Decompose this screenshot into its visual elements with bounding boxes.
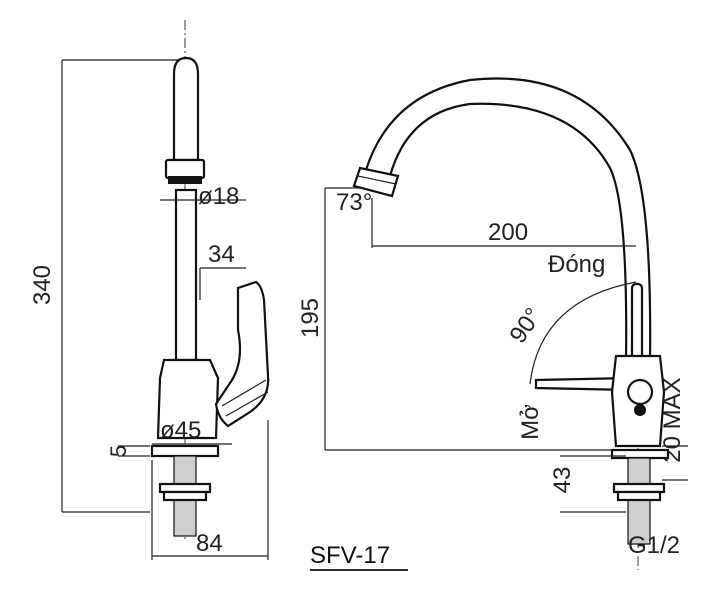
front-view: 73° 200 Đóng 195 90° Mở 20 MAX bbox=[297, 77, 688, 570]
dim-thread: G1/2 bbox=[628, 532, 680, 559]
side-base-flange bbox=[150, 444, 220, 458]
side-handle-edge bbox=[221, 379, 267, 407]
side-spout-tube bbox=[172, 56, 200, 162]
dim-mount-thickness: 20 MAX bbox=[659, 377, 686, 462]
front-nut-bottom bbox=[616, 490, 662, 502]
dim-aerator-angle: 73° bbox=[336, 189, 372, 216]
model-name: SFV-17 bbox=[310, 542, 390, 569]
dim-base-width: 84 bbox=[196, 530, 223, 557]
dim-shank-length: 43 bbox=[549, 467, 576, 494]
dim-handle-width: 34 bbox=[208, 241, 235, 268]
dim-height-total: 340 bbox=[29, 265, 56, 305]
side-nut-top bbox=[158, 482, 212, 494]
side-handle bbox=[214, 280, 270, 428]
front-handle-screw bbox=[634, 404, 646, 416]
side-riser-tube bbox=[174, 188, 198, 362]
side-aerator-outlet bbox=[168, 176, 202, 184]
dim-spout-reach: 200 bbox=[488, 219, 528, 246]
front-aerator-ring bbox=[357, 175, 397, 185]
front-base-flange bbox=[610, 448, 670, 460]
side-body bbox=[156, 358, 220, 440]
dim-spout-diameter: ø18 bbox=[198, 183, 239, 210]
dim-base-thickness: 5 bbox=[106, 445, 131, 457]
front-aerator bbox=[352, 166, 400, 198]
dim-spout-height: 195 bbox=[297, 298, 324, 338]
side-aerator-collar bbox=[164, 158, 206, 180]
dim-handle-angle: 90° bbox=[504, 303, 547, 348]
handle-open-label: Mở bbox=[517, 404, 544, 440]
side-nut-bottom bbox=[162, 490, 208, 502]
side-handle-edge-2 bbox=[225, 391, 269, 417]
front-nut-top bbox=[612, 482, 666, 494]
handle-rotation-arc bbox=[529, 281, 637, 385]
front-handle-hub bbox=[626, 378, 654, 406]
handle-closed-label: Đóng bbox=[548, 251, 605, 278]
dim-body-diameter: ø45 bbox=[160, 417, 201, 444]
side-view: 340 ø18 34 ø45 5 bbox=[29, 20, 270, 560]
